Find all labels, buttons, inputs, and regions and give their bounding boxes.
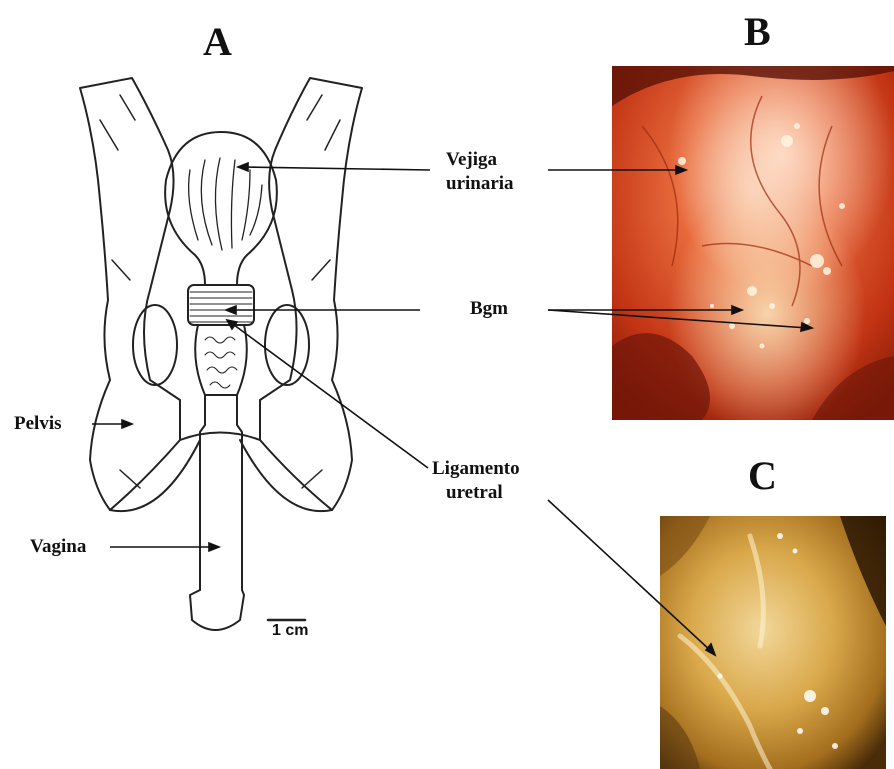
- scale-bar-label: 1 cm: [272, 622, 308, 640]
- label-ligamento-line1: Ligamento: [432, 457, 520, 481]
- label-pelvis: Pelvis: [14, 412, 62, 436]
- pelvis-left-bone: [80, 78, 180, 510]
- label-vagina: Vagina: [30, 535, 86, 559]
- bgm-band: [188, 285, 254, 325]
- label-vejiga-line1: Vejiga: [446, 148, 497, 172]
- bladder: [165, 132, 277, 285]
- label-ligamento-line2: uretral: [446, 481, 503, 505]
- vagina-tube: [200, 395, 242, 590]
- label-bgm: Bgm: [470, 297, 508, 321]
- label-vejiga-line2: urinaria: [446, 172, 514, 196]
- pelvis-right-bone: [260, 78, 362, 510]
